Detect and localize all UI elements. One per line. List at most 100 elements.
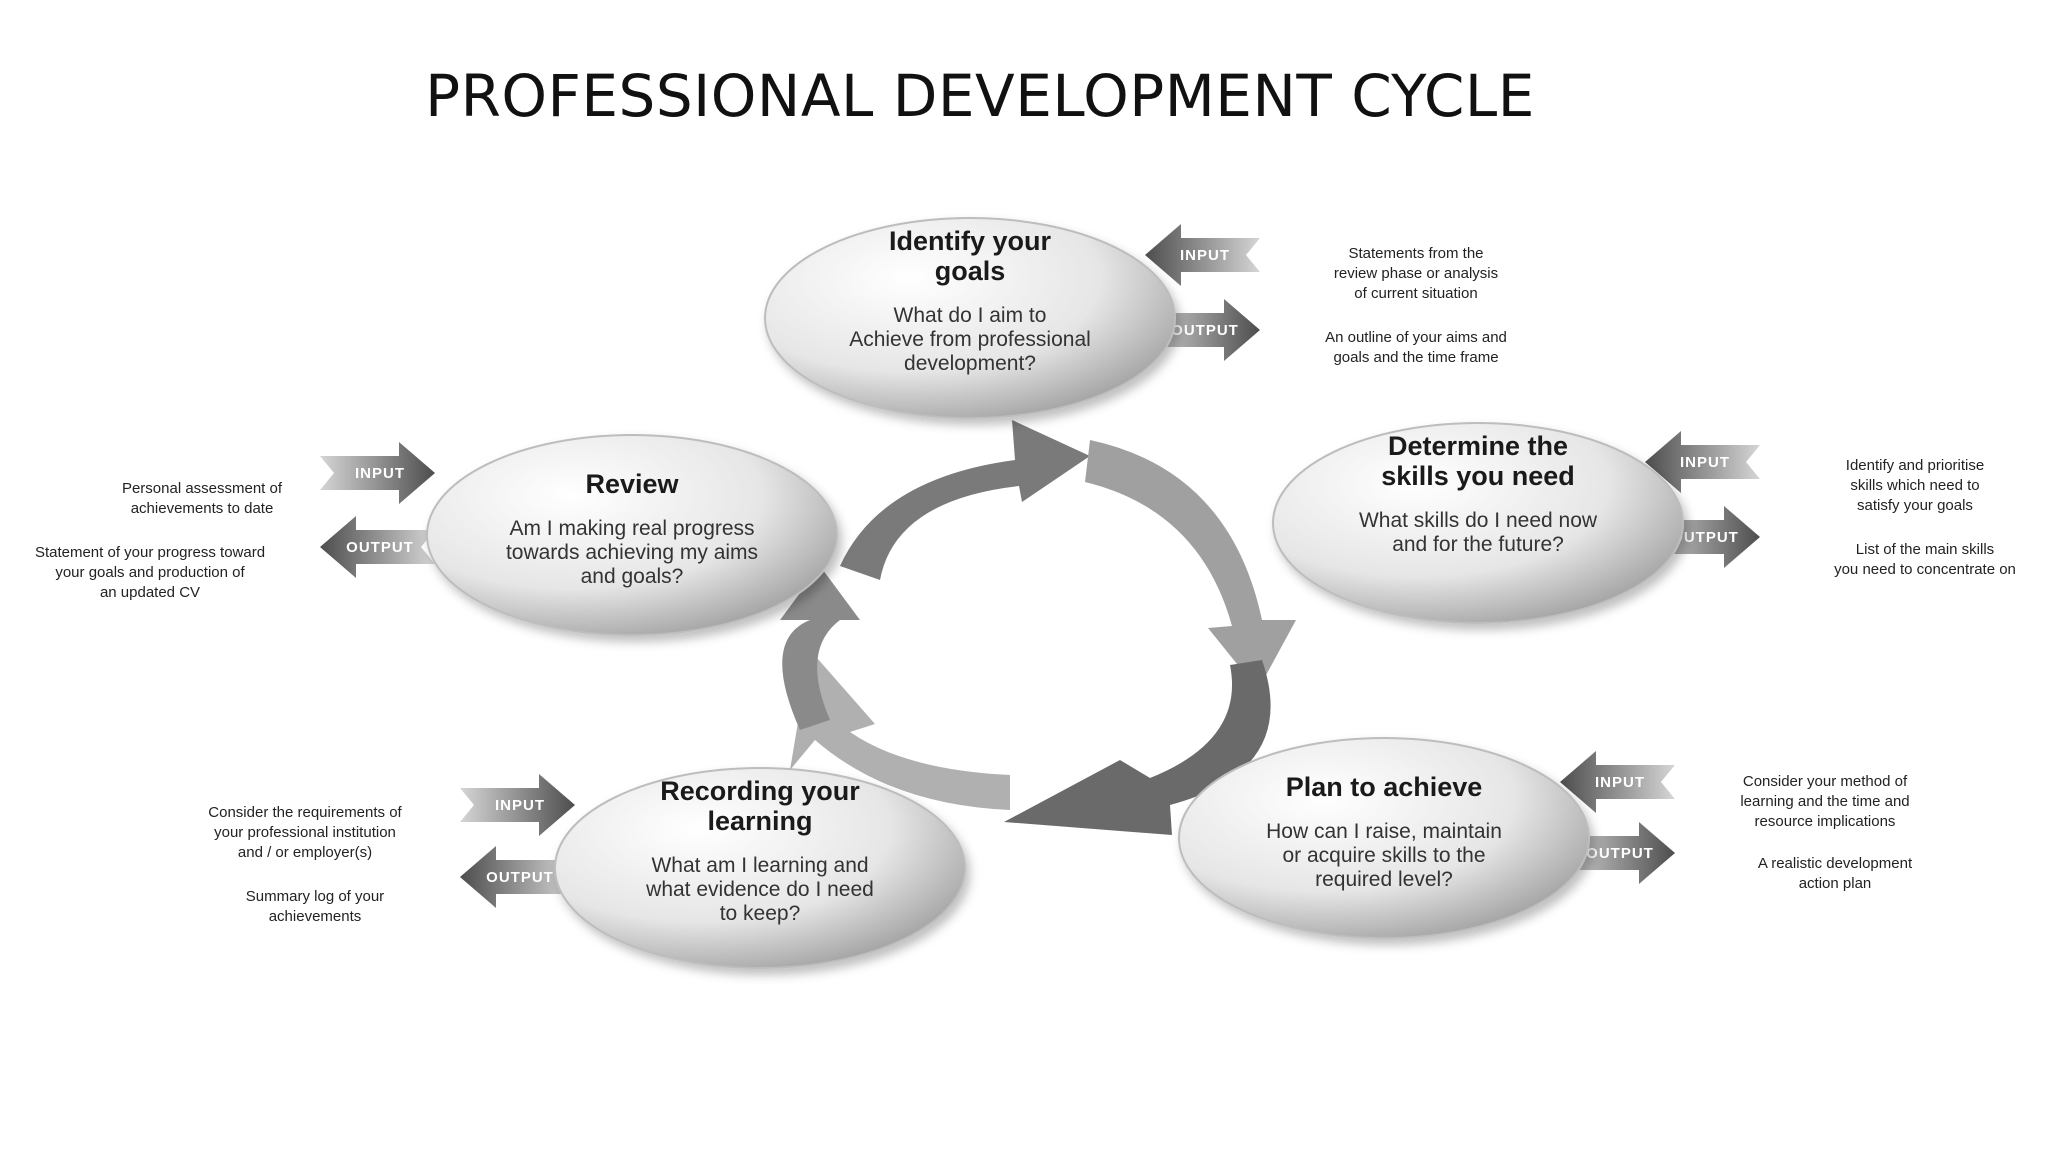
stage-title-line: learning: [707, 806, 812, 836]
cycle-arrow-goals-to-skills: [1085, 440, 1296, 690]
stage-title-line: skills you need: [1381, 461, 1575, 491]
cycle-arrows: [780, 420, 1296, 835]
input-arrow-label: INPUT: [1595, 774, 1645, 791]
output-description-line: Summary log of your: [246, 888, 384, 905]
stage-question-line: what evidence do I need: [645, 878, 874, 901]
stage-question-line: towards achieving my aims: [506, 541, 758, 564]
stage-question-line: What do I aim to: [894, 304, 1047, 327]
output-description: Statement of your progress toward your go…: [35, 544, 265, 601]
input-description-line: of current situation: [1354, 285, 1477, 302]
input-description: Identify and prioritise skills which need…: [1846, 457, 1984, 514]
stage-question-line: development?: [904, 352, 1036, 375]
stage-question-line: What skills do I need now: [1359, 509, 1598, 532]
input-arrow-label: INPUT: [1180, 247, 1230, 264]
output-arrow-label: OUTPUT: [1671, 529, 1739, 546]
output-arrow-label: OUTPUT: [1586, 845, 1654, 862]
output-description: An outline of your aims and goals and the…: [1325, 329, 1507, 366]
input-description: Consider the requirements of your profess…: [208, 804, 402, 861]
stage-question-line: and for the future?: [1392, 533, 1564, 556]
input-description-line: review phase or analysis: [1334, 265, 1498, 282]
stage-question-line: required level?: [1315, 868, 1453, 891]
input-description-line: Consider your method of: [1743, 773, 1908, 790]
input-description-line: learning and the time and: [1740, 793, 1909, 810]
stage-question-line: and goals?: [581, 565, 684, 588]
stage-title-line: Recording your: [660, 776, 860, 806]
input-description-line: Consider the requirements of: [208, 804, 402, 821]
input-arrow-shape: [460, 774, 575, 836]
page-title: PROFESSIONAL DEVELOPMENT CYCLE: [425, 62, 1535, 130]
stage-question-line: How can I raise, maintain: [1266, 820, 1502, 843]
input-description-line: achievements to date: [131, 500, 274, 517]
input-description-line: Statements from the: [1348, 245, 1483, 262]
stage-question-line: Am I making real progress: [509, 517, 754, 540]
stage-ellipse: [1178, 737, 1590, 939]
input-description-line: resource implications: [1755, 813, 1896, 830]
input-description-line: Identify and prioritise: [1846, 457, 1984, 474]
input-arrow-shape: [1560, 751, 1675, 813]
input-arrow-shape: [1645, 431, 1760, 493]
output-description-line: your goals and production of: [55, 564, 245, 581]
stage-title-line: Plan to achieve: [1286, 772, 1483, 802]
cycle-arrow-recording-to-review: [780, 566, 860, 730]
input-arrow-shape: [320, 442, 435, 504]
input-arrow-shape: [1145, 224, 1260, 286]
recording-learning-input-arrow: INPUT: [460, 774, 575, 836]
output-description-line: List of the main skills: [1856, 541, 1994, 558]
input-description: Statements from the review phase or analy…: [1334, 245, 1498, 302]
stage-title: Plan to achieve: [1286, 772, 1483, 802]
input-arrow-label: INPUT: [495, 797, 545, 814]
output-arrow-label: OUTPUT: [1171, 322, 1239, 339]
output-arrow-shape: [460, 846, 575, 908]
output-description-line: an updated CV: [100, 584, 200, 601]
stage-ellipse: [426, 434, 838, 636]
cycle-arrow-review-to-goals: [840, 420, 1090, 580]
review-output-arrow: OUTPUT: [320, 516, 435, 578]
output-description-line: An outline of your aims and: [1325, 329, 1507, 346]
output-arrow-label: OUTPUT: [346, 539, 414, 556]
input-arrow-label: INPUT: [1680, 454, 1730, 471]
stage-ellipse: [1272, 422, 1684, 624]
stage-question-line: What am I learning and: [651, 854, 868, 877]
input-description-line: your professional institution: [214, 824, 396, 841]
stage-question-line: or acquire skills to the: [1282, 844, 1485, 867]
stage-ellipse: [764, 217, 1176, 419]
input-description-line: satisfy your goals: [1857, 497, 1973, 514]
review-input-arrow: INPUT: [320, 442, 435, 504]
output-description: List of the main skills you need to conce…: [1834, 541, 2016, 578]
input-description-line: Personal assessment of: [122, 480, 283, 497]
stage-title-line: Review: [585, 469, 679, 499]
input-description-line: skills which need to: [1850, 477, 1979, 494]
stage-title-line: goals: [935, 256, 1006, 286]
output-description-line: you need to concentrate on: [1834, 561, 2016, 578]
stage-title-line: Identify your: [889, 226, 1052, 256]
determine-skills-input-arrow: INPUT: [1645, 431, 1760, 493]
stage-title-line: Determine the: [1388, 431, 1568, 461]
plan-to-achieve-input-arrow: INPUT: [1560, 751, 1675, 813]
output-description-line: action plan: [1799, 875, 1872, 892]
input-description: Personal assessment of achievements to da…: [122, 480, 283, 517]
recording-learning-output-arrow: OUTPUT: [460, 846, 575, 908]
identify-goals-input-arrow: INPUT: [1145, 224, 1260, 286]
stage-question-line: Achieve from professional: [849, 328, 1091, 351]
output-description-line: Statement of your progress toward: [35, 544, 265, 561]
stage-review: INPUT OUTPUT Review Am I making real progre…: [35, 434, 838, 636]
output-description-line: goals and the time frame: [1333, 349, 1498, 366]
input-description-line: and / or employer(s): [238, 844, 372, 861]
output-arrow-label: OUTPUT: [486, 869, 554, 886]
stage-question-line: to keep?: [720, 902, 801, 925]
input-arrow-label: INPUT: [355, 465, 405, 482]
